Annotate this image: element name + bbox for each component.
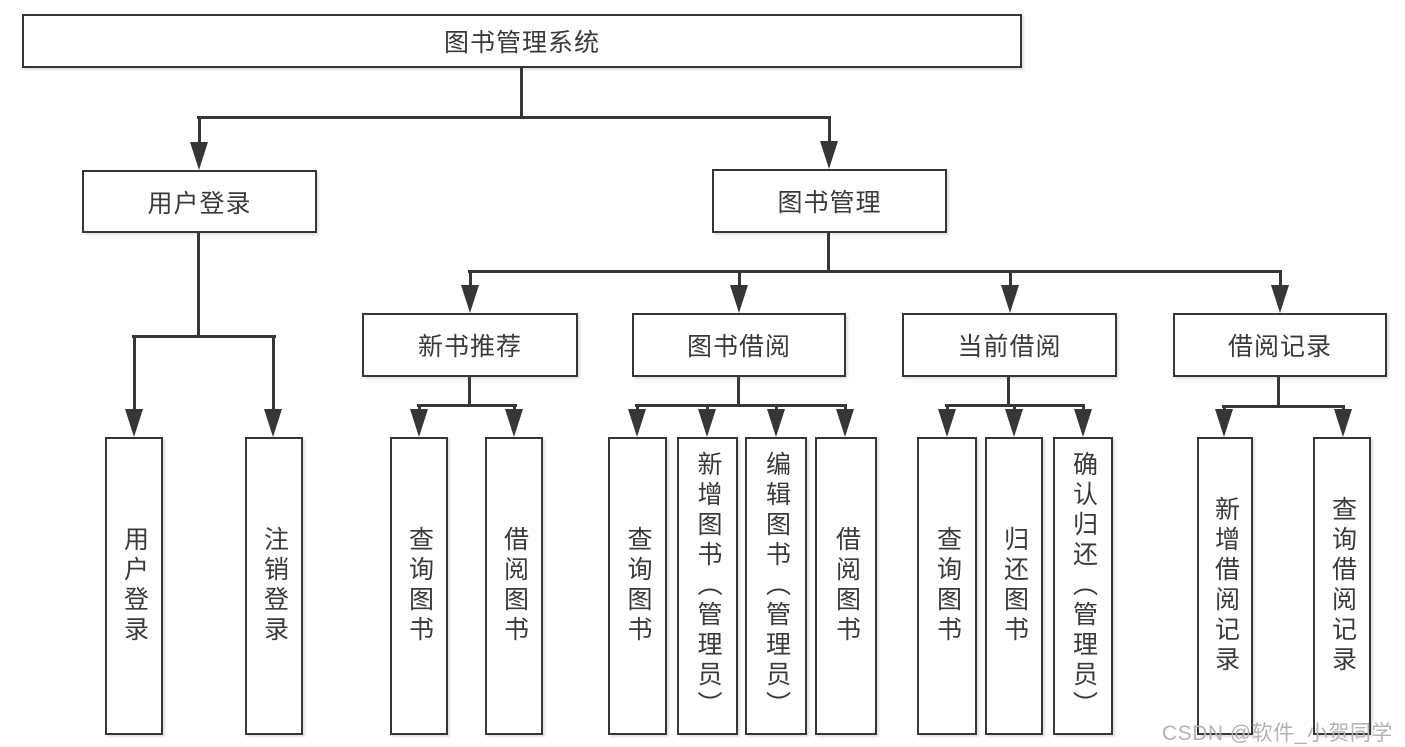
leaf-record-add-label: 新增借阅记录 xyxy=(1211,496,1240,676)
node-borrow-record: 借阅记录 xyxy=(1173,313,1387,377)
connector-current-borrow-branch xyxy=(945,404,1085,407)
csdn-watermark: CSDN @软件_小贺同学 xyxy=(1162,722,1393,745)
leaf-rec-query-book-label: 查询图书 xyxy=(405,526,434,646)
arrow-down-icon xyxy=(938,406,956,437)
arrow-down-icon xyxy=(730,273,748,313)
leaf-current-return-book: 归还图书 xyxy=(985,437,1043,735)
leaf-borrow-query-book-label: 查询图书 xyxy=(624,526,652,646)
arrow-down-icon xyxy=(1334,407,1352,437)
arrow-down-icon xyxy=(698,406,716,437)
connector-borrow-record-branch xyxy=(1222,405,1345,408)
node-book-mgmt: 图书管理 xyxy=(712,169,947,233)
arrow-down-icon xyxy=(505,406,523,437)
node-borrow-record-label: 借阅记录 xyxy=(1227,333,1332,361)
arrow-down-icon xyxy=(461,273,479,313)
connector-level3-branch xyxy=(468,270,1282,273)
leaf-rec-borrow-book: 借阅图书 xyxy=(485,437,543,735)
leaf-rec-borrow-book-label: 借阅图书 xyxy=(500,526,529,646)
leaf-logout: 注销登录 xyxy=(245,437,303,735)
node-root: 图书管理系统 xyxy=(22,14,1022,68)
arrow-down-icon xyxy=(628,406,646,437)
arrow-down-icon xyxy=(1001,273,1019,313)
leaf-borrow-edit-book-label: 编辑图书（管理员） xyxy=(762,451,791,721)
leaf-user-login: 用户登录 xyxy=(105,437,163,735)
arrow-down-icon xyxy=(836,406,854,437)
node-new-book-rec: 新书推荐 xyxy=(362,313,578,377)
node-user-login-label: 用户登录 xyxy=(147,189,252,218)
arrow-down-icon xyxy=(1005,406,1023,437)
node-new-book-rec-label: 新书推荐 xyxy=(417,333,522,361)
arrow-down-icon xyxy=(1215,407,1233,437)
leaf-borrow-add-book-label: 新增图书（管理员） xyxy=(694,451,722,721)
leaf-borrow-borrow-book: 借阅图书 xyxy=(815,437,877,735)
leaf-borrow-add-book: 新增图书（管理员） xyxy=(677,437,738,735)
arrow-down-icon xyxy=(190,117,208,170)
arrow-down-icon xyxy=(264,338,282,437)
connector-level2-branch xyxy=(197,116,831,119)
leaf-borrow-query-book: 查询图书 xyxy=(608,437,667,735)
connector-user-login-stem xyxy=(197,232,200,338)
leaf-record-query-label: 查询借阅记录 xyxy=(1328,496,1357,676)
leaf-current-return-book-label: 归还图书 xyxy=(1000,526,1029,646)
connector-book-mgmt-stem xyxy=(827,232,830,273)
leaf-borrow-borrow-book-label: 借阅图书 xyxy=(832,526,861,646)
leaf-rec-query-book: 查询图书 xyxy=(390,437,448,735)
node-current-borrow: 当前借阅 xyxy=(902,313,1117,377)
node-user-login: 用户登录 xyxy=(82,170,317,233)
node-current-borrow-label: 当前借阅 xyxy=(957,333,1062,361)
connector-root-stem xyxy=(520,68,523,118)
leaf-user-login-label: 用户登录 xyxy=(120,526,149,646)
arrow-down-icon xyxy=(125,338,143,437)
leaf-borrow-edit-book: 编辑图书（管理员） xyxy=(745,437,807,735)
node-book-borrow: 图书借阅 xyxy=(632,313,846,377)
connector-user-login-branch xyxy=(132,335,276,338)
connector-borrow-record-stem xyxy=(1277,376,1280,407)
node-root-label: 图书管理系统 xyxy=(443,29,600,57)
leaf-current-query-book-label: 查询图书 xyxy=(933,526,962,646)
arrow-down-icon xyxy=(820,117,838,169)
connector-new-book-rec-stem xyxy=(468,376,471,406)
arrow-down-icon xyxy=(1271,273,1289,313)
arrow-down-icon xyxy=(410,406,428,437)
arrow-down-icon xyxy=(1074,406,1092,437)
connector-new-book-rec-branch xyxy=(417,404,517,407)
leaf-logout-label: 注销登录 xyxy=(260,526,289,646)
leaf-record-query: 查询借阅记录 xyxy=(1313,437,1371,735)
node-book-borrow-label: 图书借阅 xyxy=(686,333,791,361)
leaf-current-query-book: 查询图书 xyxy=(917,437,977,735)
connector-book-borrow-branch xyxy=(635,404,847,407)
leaf-current-confirm-return-label: 确认归还（管理员） xyxy=(1069,451,1098,721)
leaf-current-confirm-return: 确认归还（管理员） xyxy=(1053,437,1113,735)
connector-book-borrow-stem xyxy=(737,376,740,406)
connector-current-borrow-stem xyxy=(1007,376,1010,406)
node-book-mgmt-label: 图书管理 xyxy=(777,189,882,217)
leaf-record-add: 新增借阅记录 xyxy=(1197,437,1253,735)
arrow-down-icon xyxy=(767,406,785,437)
